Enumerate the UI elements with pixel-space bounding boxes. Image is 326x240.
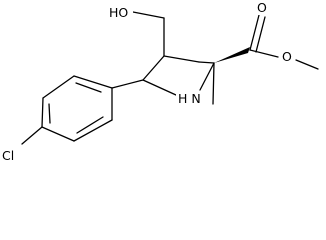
label-mask-ester-o [280, 48, 294, 64]
wedge-bond-c2-carbonyl [214, 47, 250, 63]
label-mask-cl [0, 146, 23, 164]
bond-carbonyl-o-double-b [255, 16, 266, 53]
bond-ar1-ar2 [73, 75, 113, 89]
atom-label-hydroxyl: HO [109, 5, 128, 20]
atom-label-ester-oxygen: O [282, 49, 292, 64]
bond-c3-c2 [198, 61, 215, 64]
bond-c5-c4 [142, 55, 165, 81]
bond-ch2-o [132, 11, 165, 19]
atom-label-ring-nitrogen: H N [178, 91, 201, 106]
bond-ar2-ar3 [42, 75, 75, 99]
bond-ester-o-methyl [295, 59, 319, 70]
bond-carbonyl-o-double-a [249, 14, 260, 51]
bond-carbonyl-ester-o [249, 49, 279, 58]
aromatic-inner-bond-a [75, 82, 102, 93]
bond-c2-methyl [212, 62, 215, 105]
atom-label-carbonyl-oxygen: O [257, 0, 267, 15]
atom-label-chlorine: Cl [2, 148, 14, 163]
bond-c2-n1 [199, 62, 215, 91]
bond-ar3-ar4 [41, 97, 44, 128]
bond-ar4-ar5 [41, 126, 75, 142]
aromatic-inner-bond-c [76, 116, 104, 134]
label-mask-carbonyl-o [255, 0, 269, 15]
bond-c4-c3 [163, 55, 200, 63]
bond-aryl-chlorine [21, 126, 43, 145]
label-mask-nh [176, 86, 199, 110]
chemical-structure-diagram: HO H N O O Cl [0, 0, 319, 164]
bond-n1-c5 [142, 79, 177, 96]
label-mask-ho [108, 4, 133, 21]
aromatic-inner-bond-b [48, 103, 51, 124]
bond-ar5-ar6 [73, 119, 113, 142]
bond-c5-aryl [111, 79, 144, 89]
